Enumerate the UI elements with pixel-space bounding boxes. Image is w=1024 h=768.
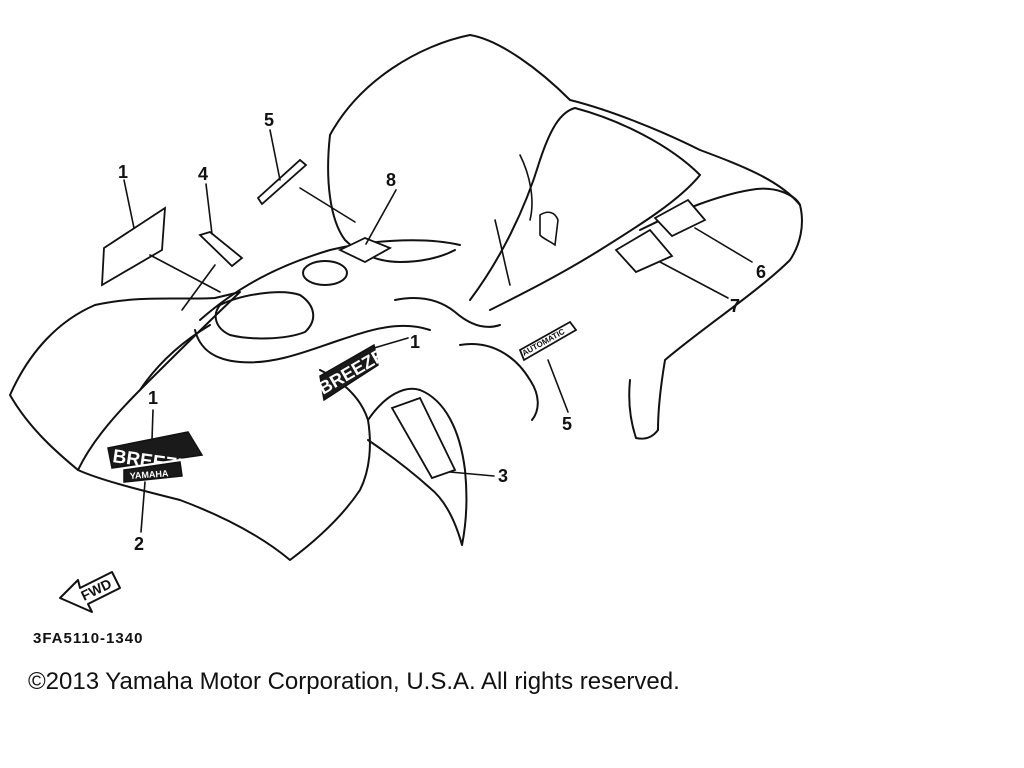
leader-decal1-fender <box>149 254 221 293</box>
copyright-notice: ©2013 Yamaha Motor Corporation, U.S.A. A… <box>28 668 680 695</box>
leader-decal5-fender <box>299 187 356 223</box>
decal-3 <box>390 396 457 480</box>
rear-flare <box>459 343 539 421</box>
leader-1-side <box>373 337 409 349</box>
callout-8: 8 <box>386 170 396 190</box>
fender-body-top <box>139 324 211 391</box>
callout-5-side: 5 <box>562 414 572 434</box>
cargo-deck-inner <box>469 107 701 311</box>
leader-7 <box>659 261 729 299</box>
decal-4 <box>198 231 244 268</box>
fender-mid-contour <box>194 324 431 364</box>
fender-top-edge <box>199 239 461 321</box>
leader-3 <box>449 471 495 477</box>
callout-3: 3 <box>498 466 508 486</box>
cargo-deck-rib-1 <box>519 154 533 221</box>
leader-lines <box>123 129 753 533</box>
cargo-deck-rib-2 <box>494 219 511 286</box>
part-code: 3FA5110-1340 <box>33 630 144 647</box>
tail-bump <box>394 297 501 328</box>
fwd-arrow: FWD <box>59 571 121 613</box>
callout-6: 6 <box>756 262 766 282</box>
callout-1-side: 1 <box>410 332 420 352</box>
decal-5-top <box>256 158 308 206</box>
fuel-cap-opening <box>302 260 348 286</box>
leader-1-rear <box>151 409 154 441</box>
decal-8 <box>337 237 393 264</box>
cargo-deck-slot <box>539 211 559 247</box>
decal-1-top-left <box>101 206 167 287</box>
fender-left-panel <box>9 291 241 471</box>
callout-numbers: 1 4 5 8 6 7 1 5 1 2 3 <box>118 110 766 554</box>
callout-5-top: 5 <box>264 110 274 130</box>
decals: BREEZE AUTOMATIC BREEZE YAMAHA <box>101 158 707 483</box>
yamaha-rear-text: YAMAHA <box>129 468 169 481</box>
wheel-arch-left <box>367 387 468 546</box>
leader-5-side <box>547 359 569 413</box>
leader-4 <box>205 183 213 235</box>
callout-1-top: 1 <box>118 162 128 182</box>
callout-4: 4 <box>198 164 208 184</box>
fwd-arrow-icon <box>59 571 121 613</box>
cargo-deck <box>329 34 803 440</box>
leader-5-top <box>269 129 281 181</box>
decal-6 <box>653 198 707 238</box>
decal-7 <box>614 228 674 274</box>
callout-7: 7 <box>730 296 740 316</box>
leader-decal4-fender <box>181 264 216 311</box>
callout-1-rear: 1 <box>148 388 158 408</box>
breeze-side-text: BREEZE <box>315 345 388 399</box>
leader-2 <box>140 481 146 533</box>
yamaha-rear-badge: YAMAHA <box>123 461 183 483</box>
storage-opening <box>214 291 315 340</box>
leader-8 <box>365 189 397 245</box>
callout-2: 2 <box>134 534 144 554</box>
leader-6 <box>694 227 753 263</box>
automatic-text: AUTOMATIC <box>521 327 567 358</box>
leader-1-top <box>123 179 135 229</box>
automatic-badge: AUTOMATIC <box>518 320 578 362</box>
